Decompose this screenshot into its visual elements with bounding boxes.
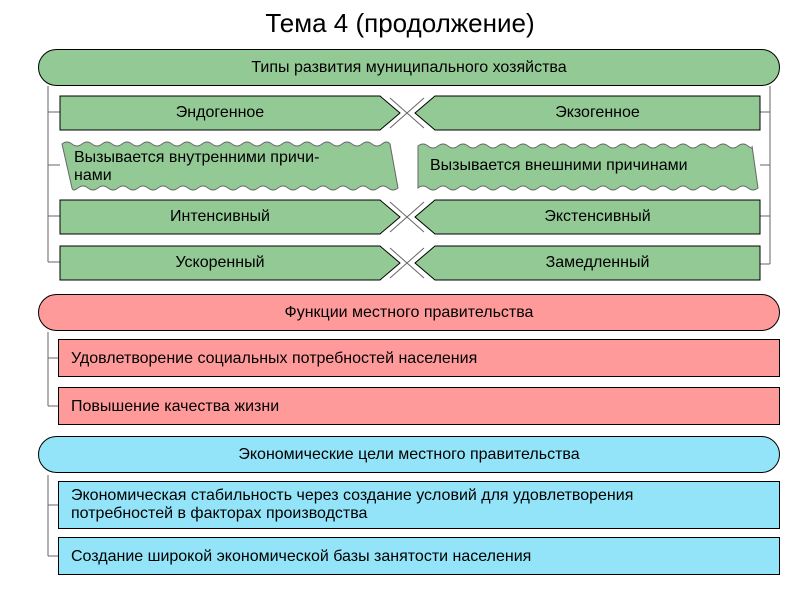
type-extensive: Экстенсивный [544,208,651,225]
type-intensive: Интенсивный [170,208,270,225]
type-decelerated: Замедленный [545,254,650,271]
arrow-right-exogenous [414,95,761,131]
section3-bracket [47,475,58,557]
arrow-left-accelerated [59,245,401,281]
function-item-2: Повышение качества жизни [58,387,780,425]
cause-external: Вызывается внешними причинами [430,157,688,174]
section2-bracket [47,332,58,407]
cause-internal: Вызывается внутренними причи- нами [74,149,320,184]
section1-header: Типы развития муниципального хозяйства [38,49,780,86]
goal-item-1: Экономическая стабильность через создани… [58,481,780,529]
arrow-left-endogenous [59,95,401,131]
wavy-box-external [417,143,759,191]
type-endogenous: Эндогенное [175,104,265,121]
type-accelerated: Ускоренный [175,254,265,271]
arrow-right-extensive [414,199,761,235]
arrow-left-intensive [59,199,401,235]
goal-item-2: Создание широкой экономической базы заня… [58,537,780,575]
section3-header: Экономические цели местного правительств… [38,436,780,473]
section1-bracket [47,86,771,279]
type-exogenous: Экзогенное [555,104,640,121]
arrow-right-decelerated [414,245,761,281]
slide-title: Тема 4 (продолжение) [265,8,535,38]
wavy-box-internal [61,141,399,191]
function-item-1: Удовлетворение социальных потребностей н… [58,339,780,377]
section2-header: Функции местного правительства [38,294,780,331]
